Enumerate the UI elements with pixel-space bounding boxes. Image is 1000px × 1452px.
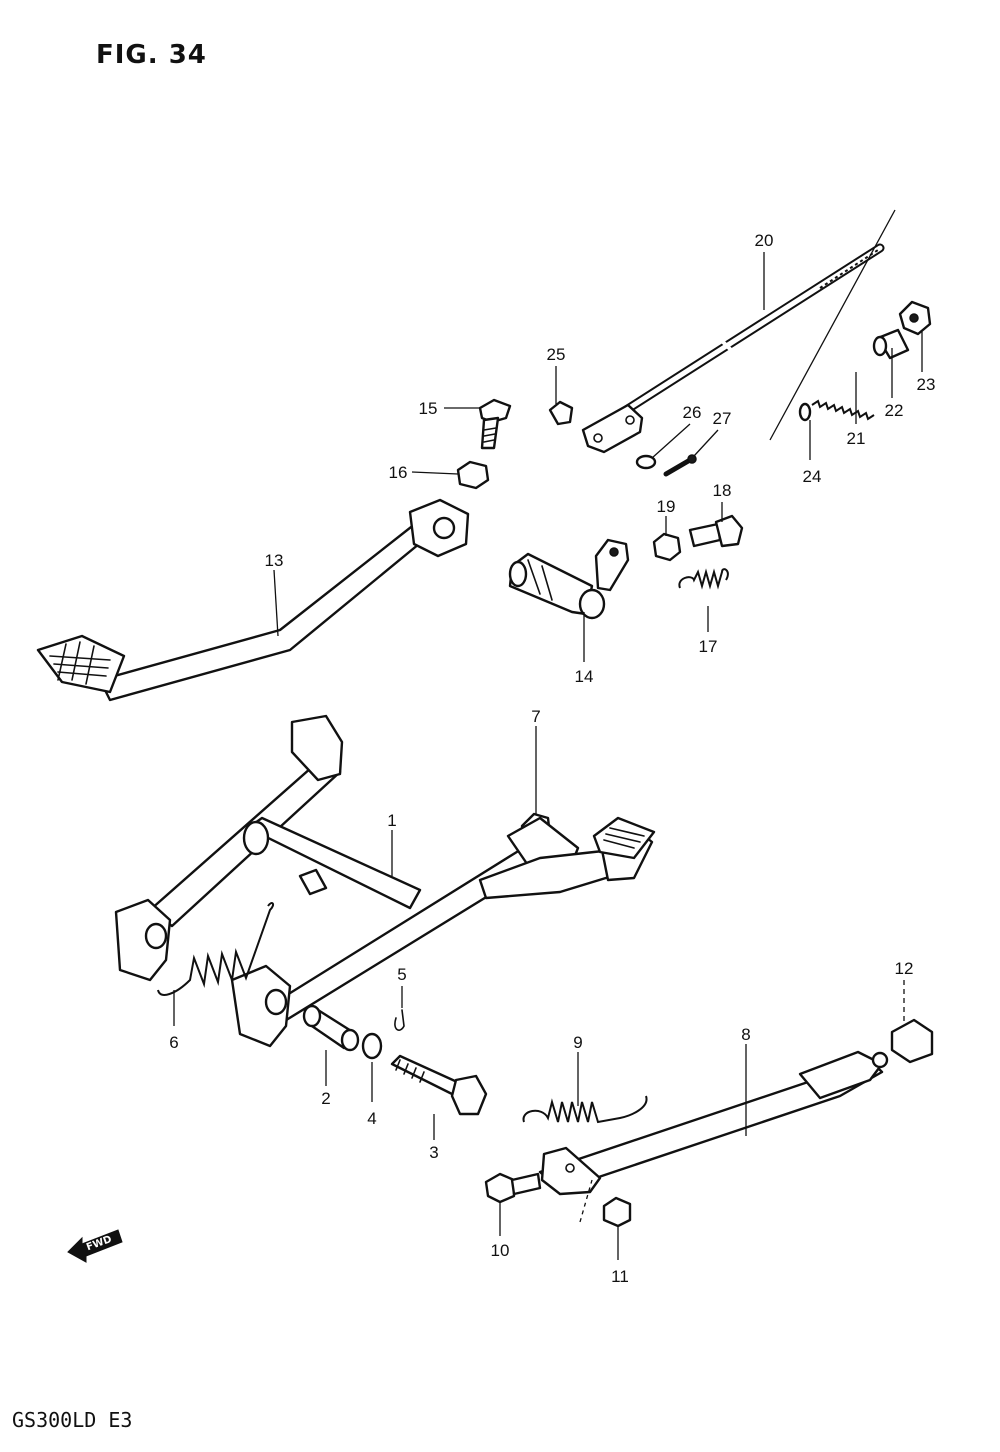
- callout-number: 3: [429, 1143, 438, 1162]
- link-pin-drawing: [663, 454, 697, 477]
- return-spring-drawing: [678, 568, 729, 590]
- callout-number: 26: [683, 403, 702, 422]
- leader-lines: [173, 252, 923, 1260]
- side-stand-bolt-drawing: [484, 1172, 542, 1204]
- cotter-pin-drawing: [394, 1009, 405, 1031]
- spring-bolt-drawing: [688, 514, 744, 548]
- model-code: GS300LD E3: [12, 1408, 133, 1432]
- spring-nut-drawing: [652, 532, 682, 562]
- callout-number: 17: [699, 637, 718, 656]
- pedal-nut-drawing: [456, 460, 490, 490]
- stand-collar-drawing: [302, 1004, 360, 1052]
- side-stand-nut-drawing: [602, 1196, 632, 1228]
- brake-pedal-drawing: [36, 498, 470, 702]
- callout-number: 21: [847, 429, 866, 448]
- callout-number: 9: [573, 1033, 582, 1052]
- callout-number: 13: [265, 551, 284, 570]
- callout-number: 25: [547, 345, 566, 364]
- callout-number: 7: [531, 707, 540, 726]
- washer-drawing: [361, 1032, 383, 1060]
- callout-number: 8: [741, 1025, 750, 1044]
- callout-number: 5: [397, 965, 406, 984]
- forward-arrow-icon: FWD: [67, 1229, 123, 1263]
- pedal-bolt-drawing: [478, 398, 512, 450]
- grease-nipple-drawing: [548, 400, 574, 426]
- callout-number: 10: [491, 1241, 510, 1260]
- center-stand-spring-drawing: [157, 902, 275, 996]
- pedal-shaft-drawing: [508, 538, 630, 620]
- figure-title: FIG. 34: [96, 40, 207, 70]
- callout-number: 12: [895, 959, 914, 978]
- callout-number: 22: [885, 401, 904, 420]
- side-stand-spring-drawing: [522, 1095, 648, 1124]
- callout-number: 6: [169, 1033, 178, 1052]
- stand-bolt-drawing: [390, 1054, 488, 1116]
- callout-number: 18: [713, 481, 732, 500]
- callout-number: 11: [611, 1267, 629, 1286]
- side-stand-drawing: [538, 1050, 889, 1196]
- callout-number: 24: [803, 467, 822, 486]
- callout-number: 27: [713, 409, 732, 428]
- link-washer-drawing: [635, 454, 657, 470]
- callout-number: 23: [917, 375, 936, 394]
- callout-number: 4: [367, 1109, 376, 1128]
- callout-numbers: 1 2 3 4 5 6 7 8 9 10 11 12 13 14 15 16 1…: [169, 231, 935, 1286]
- callout-number: 16: [389, 463, 408, 482]
- brake-rod-drawing: [581, 209, 896, 454]
- rod-spring-set-drawing: [798, 300, 932, 422]
- callout-number: 2: [321, 1089, 330, 1108]
- callout-number: 14: [575, 667, 594, 686]
- callout-number: 20: [755, 231, 774, 250]
- callout-number: 19: [657, 497, 676, 516]
- rubber-cap-drawing: [890, 1018, 934, 1064]
- callout-number: 1: [387, 811, 396, 830]
- center-stand-drawing: [114, 714, 656, 1048]
- callout-number: 15: [419, 399, 438, 418]
